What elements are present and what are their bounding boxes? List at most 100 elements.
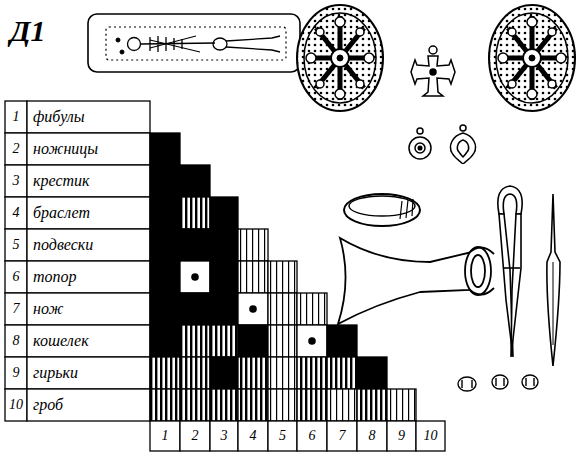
item-name: кошелек [33, 325, 148, 357]
name-cell [27, 293, 150, 325]
row-number: 4 [5, 197, 27, 229]
cross-pendant [411, 46, 455, 96]
column-header-cell [268, 421, 297, 451]
number-cell [5, 165, 27, 197]
column-number: 5 [268, 421, 297, 451]
matrix-cell [210, 389, 238, 421]
column-header-cell [387, 421, 416, 451]
matrix-cell [387, 389, 416, 421]
number-cell [5, 229, 27, 261]
row-number: 8 [5, 325, 27, 357]
name-cell [27, 229, 150, 261]
matrix-cell [268, 293, 297, 325]
row-number: 6 [5, 261, 27, 293]
column-number: 10 [416, 421, 445, 451]
name-cell [27, 101, 150, 133]
matrix-cell [180, 261, 210, 293]
matrix-cell [150, 261, 180, 293]
matrix-cell [268, 357, 297, 389]
matrix-cell [238, 389, 268, 421]
item-name: топор [33, 261, 148, 293]
matrix-cell [297, 293, 327, 325]
column-header-cell [180, 421, 210, 451]
matrix-cell [150, 389, 180, 421]
matrix-cell [180, 293, 210, 325]
number-cell [5, 293, 27, 325]
column-header-cell [297, 421, 327, 451]
column-number: 7 [327, 421, 357, 451]
matrix-cell [297, 389, 327, 421]
column-number: 3 [210, 421, 238, 451]
matrix-cell [210, 357, 238, 389]
knife [547, 194, 560, 366]
presence-dot [191, 273, 199, 281]
item-name: браслет [33, 197, 148, 229]
matrix-cell [180, 389, 210, 421]
column-header-cell [327, 421, 357, 451]
row-number: 9 [5, 357, 27, 389]
matrix-cell [238, 261, 268, 293]
matrix-cell [150, 293, 180, 325]
matrix-cell [297, 357, 327, 389]
matrix-cell [180, 357, 210, 389]
matrix-cell [210, 229, 238, 261]
matrix-cell [238, 357, 268, 389]
item-name: крестик [33, 165, 148, 197]
item-name: подвески [33, 229, 148, 261]
matrix-cell [357, 357, 387, 389]
name-cell [27, 197, 150, 229]
number-cell [5, 357, 27, 389]
matrix-cell [327, 357, 357, 389]
name-cell [27, 133, 150, 165]
matrix-cell [357, 389, 387, 421]
matrix-cell [180, 325, 210, 357]
number-cell [5, 133, 27, 165]
matrix-cell [150, 133, 180, 165]
column-header-cell [357, 421, 387, 451]
matrix-cell [210, 261, 238, 293]
matrix-cell [180, 197, 210, 229]
presence-dot [308, 337, 316, 345]
column-header-cell [210, 421, 238, 451]
matrix-cell [150, 165, 180, 197]
matrix-cell [210, 197, 238, 229]
column-number: 8 [357, 421, 387, 451]
name-cell [27, 389, 150, 421]
row-number: 1 [5, 101, 27, 133]
column-number: 6 [297, 421, 327, 451]
matrix-cell [180, 229, 210, 261]
item-name: ножницы [33, 133, 148, 165]
number-cell [5, 325, 27, 357]
oval-brooch [489, 5, 575, 111]
matrix-cell [150, 357, 180, 389]
matrix-cell [268, 261, 297, 293]
matrix-cell [180, 165, 210, 197]
grave-drawing [88, 14, 300, 72]
column-number: 9 [387, 421, 416, 451]
matrix-cell [268, 325, 297, 357]
column-header-cell [416, 421, 445, 451]
item-name: нож [33, 293, 148, 325]
row-number: 7 [5, 293, 27, 325]
column-number: 4 [238, 421, 268, 451]
column-number: 2 [180, 421, 210, 451]
column-header-cell [238, 421, 268, 451]
number-cell [5, 389, 27, 421]
matrix-cell [268, 389, 297, 421]
matrix-cell [210, 325, 238, 357]
item-name: гроб [33, 389, 148, 421]
name-cell [27, 165, 150, 197]
item-name: фибулы [33, 101, 148, 133]
pendants [409, 125, 476, 164]
row-number: 5 [5, 229, 27, 261]
row-number: 3 [5, 165, 27, 197]
weights [458, 375, 538, 391]
number-cell [5, 101, 27, 133]
axe [338, 238, 494, 324]
matrix-cell [327, 325, 357, 357]
name-cell [27, 325, 150, 357]
number-cell [5, 261, 27, 293]
name-cell [27, 357, 150, 389]
matrix-cell [327, 389, 357, 421]
